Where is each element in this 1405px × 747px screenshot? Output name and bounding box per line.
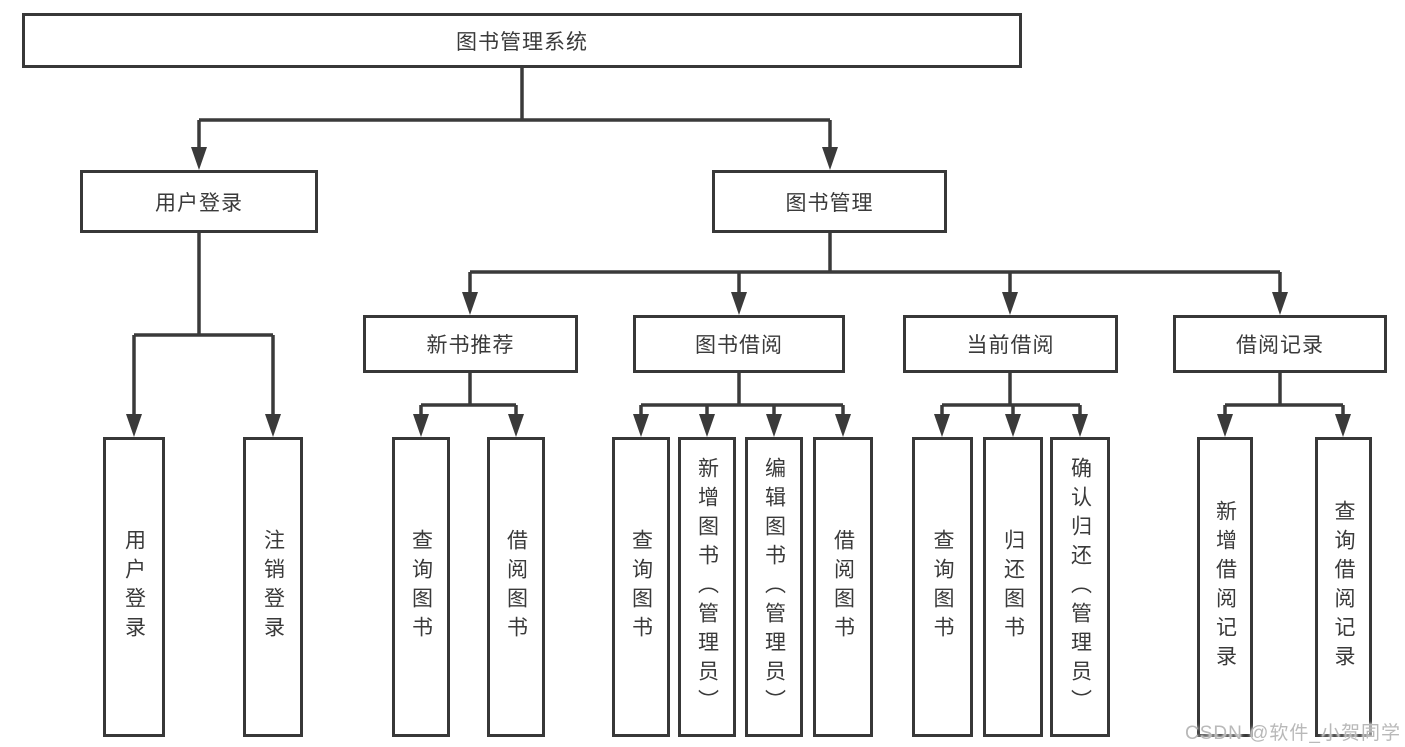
node-leaf-logout: 注销登录 [243, 437, 303, 737]
node-leaf-user-login-label: 用户登录 [122, 529, 146, 645]
node-book-borrowing: 图书借阅 [633, 315, 845, 373]
node-leaf-return-books: 归还图书 [983, 437, 1043, 737]
node-leaf-user-login: 用户登录 [103, 437, 165, 737]
node-leaf-borrow-books-1-label: 借阅图书 [504, 529, 528, 645]
node-user-login: 用户登录 [80, 170, 318, 233]
node-root-library-system: 图书管理系统 [22, 13, 1022, 68]
node-leaf-return-books-label: 归还图书 [1001, 529, 1025, 645]
node-leaf-borrow-books-2-label: 借阅图书 [831, 529, 855, 645]
node-current-borrowing: 当前借阅 [903, 315, 1118, 373]
node-leaf-query-borrow-record-label: 查询借阅记录 [1332, 500, 1355, 674]
node-leaf-query-books-3-label: 查询图书 [931, 529, 954, 645]
node-leaf-add-books-admin: 新增图书（管理员） [678, 437, 736, 737]
node-leaf-query-books-1-label: 查询图书 [409, 529, 433, 645]
node-leaf-borrow-books-1: 借阅图书 [487, 437, 545, 737]
node-new-book-recommend: 新书推荐 [363, 315, 578, 373]
node-leaf-confirm-return-admin: 确认归还（管理员） [1050, 437, 1110, 737]
node-leaf-edit-books-admin-label: 编辑图书（管理员） [762, 456, 786, 718]
node-borrowing-records-label: 借阅记录 [1236, 334, 1324, 357]
node-current-borrowing-label: 当前借阅 [966, 334, 1055, 357]
node-leaf-add-borrow-record-label: 新增借阅记录 [1213, 500, 1237, 674]
node-leaf-query-books-1: 查询图书 [392, 437, 450, 737]
csdn-watermark: CSDN @软件_小贺同学 [1185, 723, 1401, 744]
node-leaf-logout-label: 注销登录 [261, 529, 285, 645]
arrowheads [126, 147, 1351, 437]
node-book-borrowing-label: 图书借阅 [695, 334, 783, 357]
node-new-book-recommend-label: 新书推荐 [426, 334, 515, 357]
node-leaf-borrow-books-2: 借阅图书 [813, 437, 873, 737]
node-root-label: 图书管理系统 [456, 30, 588, 54]
node-leaf-edit-books-admin: 编辑图书（管理员） [745, 437, 803, 737]
node-book-management: 图书管理 [712, 170, 947, 233]
node-leaf-query-borrow-record: 查询借阅记录 [1315, 437, 1372, 737]
node-leaf-query-books-2-label: 查询图书 [629, 529, 653, 645]
node-leaf-query-books-3: 查询图书 [912, 437, 973, 737]
node-borrowing-records: 借阅记录 [1173, 315, 1387, 373]
node-leaf-add-books-admin-label: 新增图书（管理员） [695, 456, 719, 718]
node-leaf-add-borrow-record: 新增借阅记录 [1197, 437, 1253, 737]
node-leaf-confirm-return-admin-label: 确认归还（管理员） [1068, 456, 1092, 718]
node-book-management-label: 图书管理 [785, 191, 874, 215]
node-user-login-label: 用户登录 [155, 191, 243, 215]
node-leaf-query-books-2: 查询图书 [612, 437, 670, 737]
